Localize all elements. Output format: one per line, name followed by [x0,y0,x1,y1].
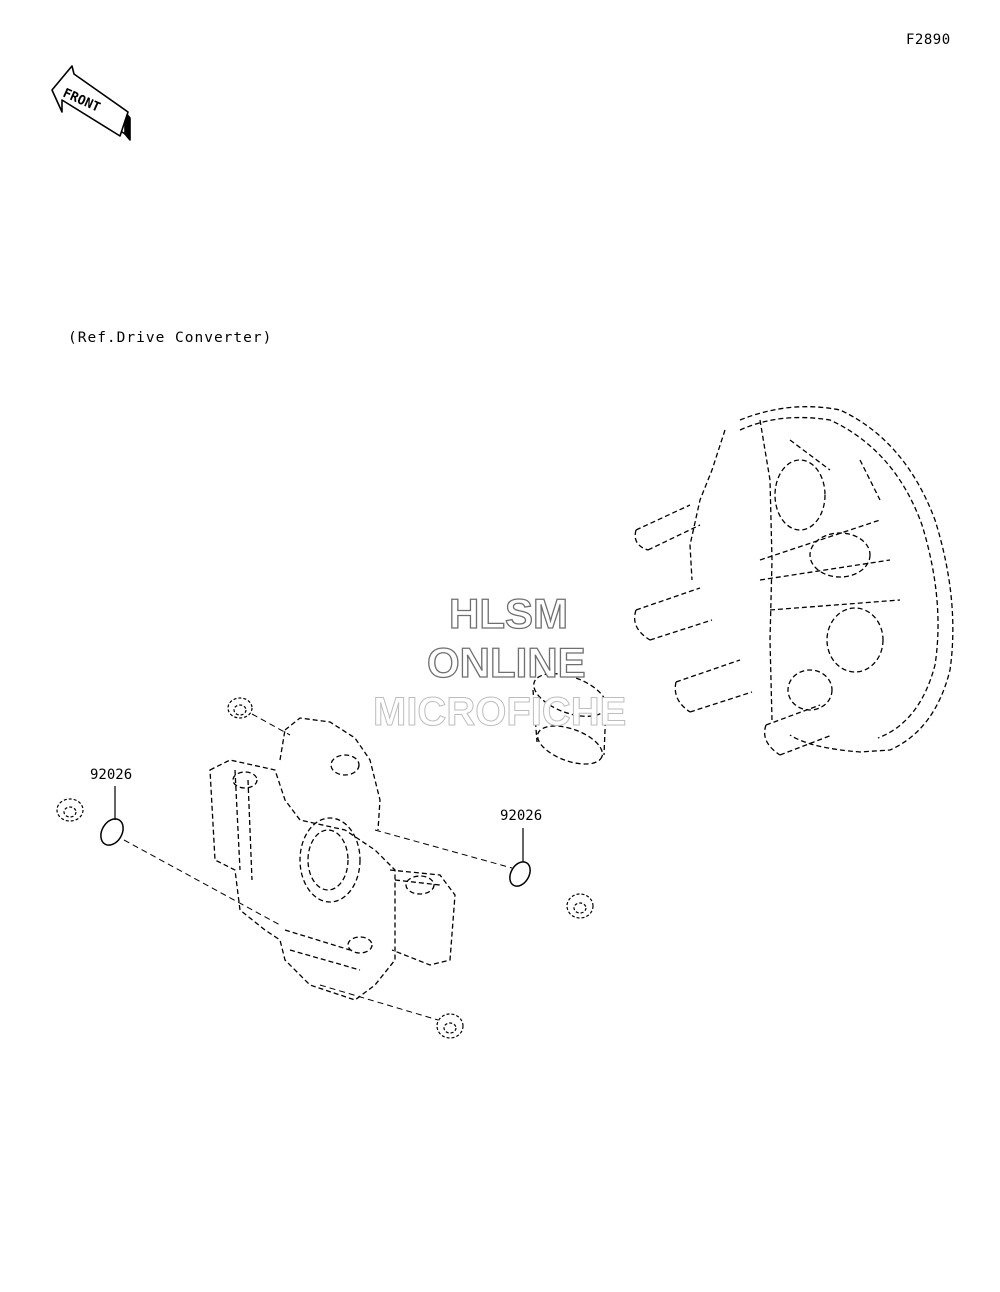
o-ring-right [509,828,531,887]
callout-part-number: 92026 [90,767,133,783]
callout-part-number: 92026 [500,808,543,824]
watermark-line: HLSM [448,590,568,637]
collar-sleeve [532,673,607,765]
watermark-line: MICROFICHE [372,690,627,734]
mounting-bracket [209,717,456,1001]
nut-far-left [56,798,84,822]
nut-bottom [436,1013,464,1039]
front-arrow-icon: FRONT [51,65,131,141]
assembly-centerlines [123,713,513,1021]
watermark-line: ONLINE [426,639,586,686]
drive-converter-housing [633,406,954,756]
figure-code: F2890 [906,32,951,48]
nut-right [566,893,594,919]
reference-note: (Ref.Drive Converter) [68,330,273,346]
nut-upper-left [227,697,253,719]
o-ring-left [100,786,124,846]
